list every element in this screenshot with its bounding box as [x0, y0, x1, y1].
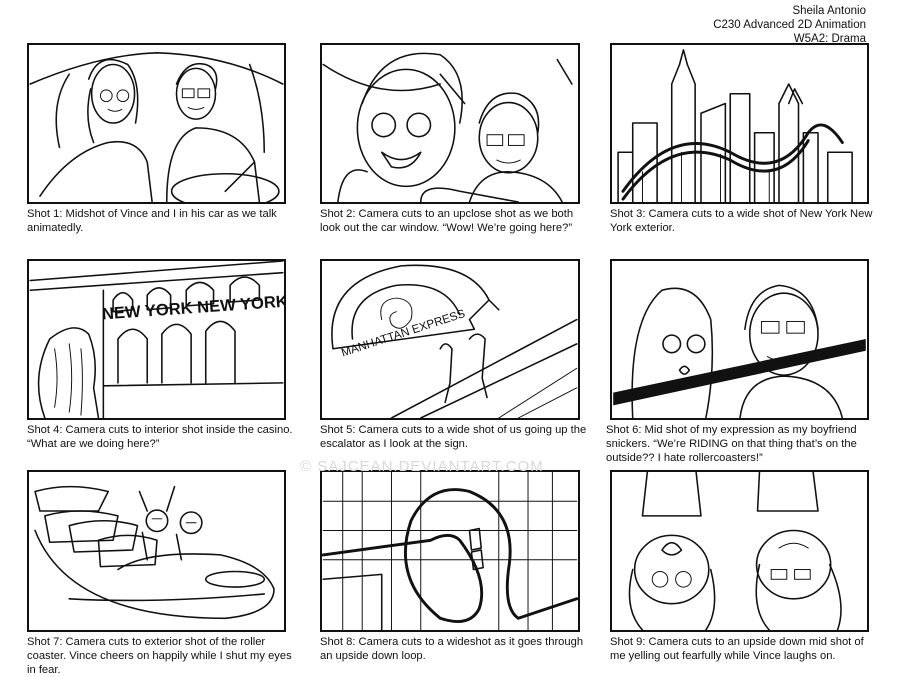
- storyboard-panel-6: [610, 259, 869, 420]
- panel-6-caption: Shot 6: Mid shot of my expression as my …: [606, 424, 857, 464]
- panel-1-drawing: [29, 52, 284, 202]
- panel-8-drawing: [322, 472, 578, 630]
- storyboard-panel-5: MANHATTAN EXPRESS: [320, 259, 580, 420]
- panel-7-caption: Shot 7: Camera cuts to exterior shot of …: [27, 636, 292, 676]
- panel-6-drawing: [613, 284, 866, 418]
- panel-9-caption: Shot 9: Camera cuts to an upside down mi…: [610, 636, 864, 662]
- panel-4-caption: Shot 4: Camera cuts to interior shot ins…: [27, 424, 293, 450]
- storyboard-panel-7: [27, 470, 286, 632]
- storyboard-panel-9: [610, 470, 869, 632]
- author-name: Sheila Antonio: [792, 5, 866, 17]
- storyboard-panel-3: [610, 43, 869, 204]
- panel-3-caption: Shot 3: Camera cuts to a wide shot of Ne…: [610, 208, 873, 234]
- panel-8-caption: Shot 8: Camera cuts to a wideshot as it …: [320, 636, 584, 662]
- panel-2-caption: Shot 2: Camera cuts to an upclose shot a…: [320, 208, 574, 234]
- panel-1-caption: Shot 1: Midshot of Vince and I in his ca…: [27, 208, 277, 234]
- panel-5-drawing: MANHATTAN EXPRESS: [331, 264, 578, 418]
- assignment-name: W5A2: Drama: [793, 33, 866, 45]
- storyboard-panel-2: [320, 43, 580, 204]
- storyboard-panel-1: [27, 43, 286, 204]
- storyboard-panel-4: NEW YORK NEW YORK: [27, 259, 286, 420]
- course-name: C230 Advanced 2D Animation: [713, 19, 866, 31]
- header: Sheila Antonio C230 Advanced 2D Animatio…: [713, 4, 866, 46]
- watermark: © SAJCEAN.DEVIANTART.COM: [300, 458, 544, 475]
- panel-4-drawing: NEW YORK NEW YORK: [29, 261, 284, 418]
- panel-5-caption: Shot 5: Camera cuts to a wide shot of us…: [320, 424, 587, 450]
- panel-3-drawing: [617, 49, 853, 202]
- panel-7-drawing: [34, 485, 275, 620]
- panel-2-drawing: [322, 52, 573, 202]
- panel-9-drawing: [628, 472, 842, 630]
- storyboard-panel-8: [320, 470, 580, 632]
